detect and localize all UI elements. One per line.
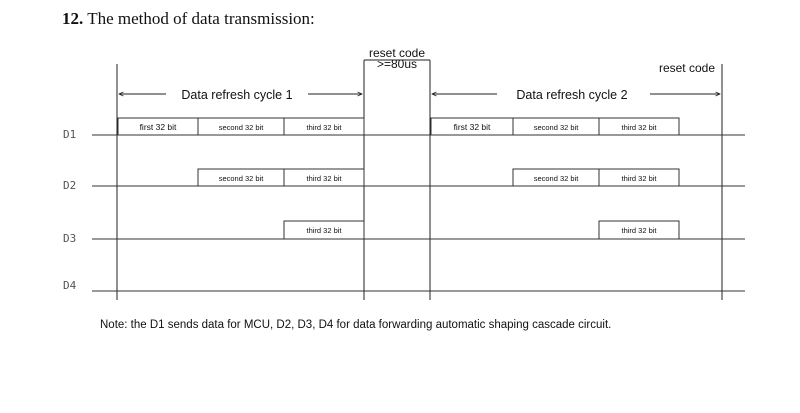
d1-cycle1-first-label: first 32 bit [140,122,177,132]
d1-cycle2-second-label: second 32 bit [534,123,580,132]
reset-code-duration-label: >=80us [377,57,417,71]
d1-cycle2-third-box [598,117,680,136]
lane-label-d2: D2 [63,179,76,192]
d2-cycle2-third-box [598,168,680,187]
heading-text: The method of data transmission: [87,9,315,28]
d3-cycle1-third-box [283,220,365,240]
d3-cycle2-third-label: third 32 bit [621,226,657,235]
d1-cycle2-third-label: third 32 bit [621,123,657,132]
d1-cycle1-third-box [283,117,365,136]
d2-cycle1-second-label: second 32 bit [219,174,265,183]
d1-cycle2-first-label: first 32 bit [454,122,491,132]
cycle-2-label: Data refresh cycle 2 [516,88,627,102]
d1-cycle1-second-label: second 32 bit [219,123,265,132]
d2-cycle1-third-box [283,168,365,187]
d3-cycle2-third-box [598,220,680,240]
lane-label-d3: D3 [63,232,76,245]
d3-cycle1-third-label: third 32 bit [306,226,342,235]
reset-code-right-label: reset code [659,61,715,75]
lane-label-d1: D1 [63,128,76,141]
footnote: Note: the D1 sends data for MCU, D2, D3,… [100,319,612,331]
d2-cycle2-second-label: second 32 bit [534,174,580,183]
heading: 12. The method of data transmission: [62,9,315,29]
cycle-1-label: Data refresh cycle 1 [181,88,292,102]
d1-cycle1-third-label: third 32 bit [306,123,342,132]
heading-number: 12. [62,9,84,28]
lane-label-d4: D4 [63,279,77,292]
d2-cycle1-third-label: third 32 bit [306,174,342,183]
d2-cycle2-third-label: third 32 bit [621,174,657,183]
reset-code-top-label: reset code [369,46,425,60]
